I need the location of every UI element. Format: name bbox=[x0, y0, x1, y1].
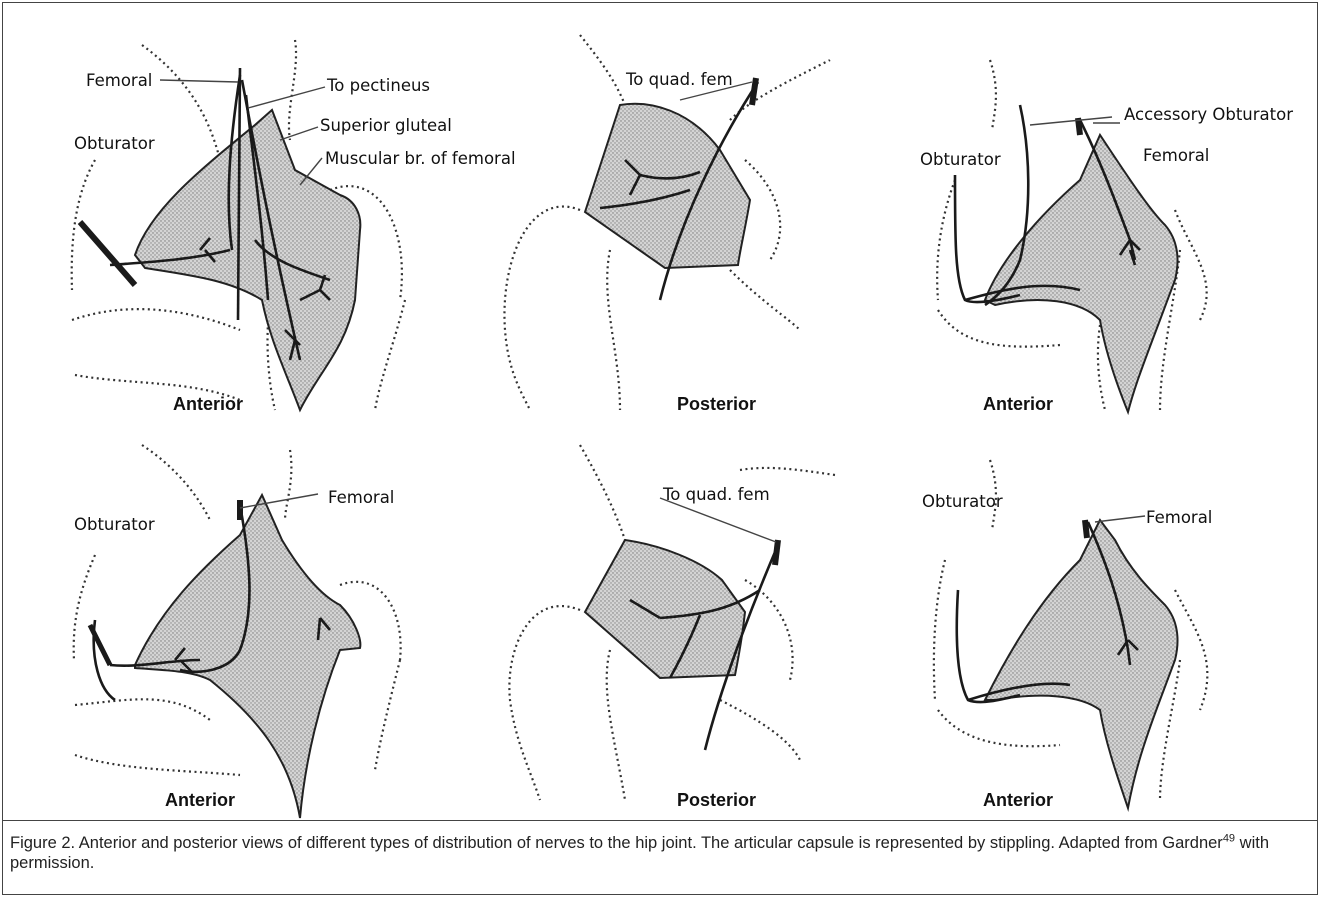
bone-outline bbox=[1175, 210, 1207, 320]
label-femoral: Femoral bbox=[86, 71, 152, 90]
leader-line bbox=[280, 127, 318, 140]
bone-outline bbox=[504, 207, 580, 410]
bone-outline bbox=[720, 700, 800, 760]
bone-outline bbox=[990, 60, 996, 130]
label-to-quad-fem: To quad. fem bbox=[663, 485, 770, 504]
obturator-nerve bbox=[94, 620, 115, 700]
nerve-marker bbox=[752, 78, 756, 105]
label-femoral: Femoral bbox=[1143, 146, 1209, 165]
label-to-quad-fem: To quad. fem bbox=[626, 70, 733, 89]
bone-outline bbox=[289, 40, 296, 140]
articular-capsule bbox=[585, 104, 750, 268]
bone-outline bbox=[1175, 590, 1207, 710]
caption-divider bbox=[2, 820, 1318, 821]
bone-outline bbox=[375, 300, 405, 410]
view-label-anterior: Anterior bbox=[983, 790, 1053, 811]
panel-2-posterior-drawing bbox=[504, 35, 830, 410]
nerve-marker bbox=[775, 540, 778, 565]
bone-outline bbox=[509, 606, 580, 800]
label-obturator: Obturator bbox=[74, 515, 155, 534]
nerve-marker bbox=[1085, 520, 1087, 538]
view-label-anterior: Anterior bbox=[983, 394, 1053, 415]
bone-outline bbox=[142, 445, 210, 520]
label-accessory-obturator: Accessory Obturator bbox=[1124, 105, 1293, 124]
bone-outline bbox=[607, 650, 625, 800]
label-superior-gluteal: Superior gluteal bbox=[320, 116, 452, 135]
label-obturator: Obturator bbox=[922, 492, 1003, 511]
bone-outline bbox=[745, 160, 780, 260]
label-obturator: Obturator bbox=[74, 134, 155, 153]
obturator-nerve bbox=[80, 222, 135, 285]
label-muscular-br-of-femoral: Muscular br. of femoral bbox=[325, 149, 516, 168]
leader-line bbox=[660, 498, 776, 542]
view-label-posterior: Posterior bbox=[677, 790, 756, 811]
bone-outline bbox=[580, 35, 625, 105]
bone-outline bbox=[937, 180, 955, 300]
leader-line bbox=[1030, 117, 1112, 125]
bone-outline bbox=[607, 250, 620, 410]
bone-outline bbox=[285, 450, 291, 520]
view-label-anterior: Anterior bbox=[173, 394, 243, 415]
leader-line bbox=[1095, 516, 1145, 522]
label-obturator: Obturator bbox=[920, 150, 1001, 169]
label-to-pectineus: To pectineus bbox=[327, 76, 430, 95]
view-label-anterior: Anterior bbox=[165, 790, 235, 811]
bone-outline bbox=[730, 60, 830, 120]
bone-outline bbox=[72, 309, 240, 330]
panel-1-anterior-drawing bbox=[72, 40, 405, 410]
caption-reference: 49 bbox=[1223, 833, 1235, 845]
label-femoral: Femoral bbox=[328, 488, 394, 507]
bone-outline bbox=[730, 270, 800, 330]
label-femoral: Femoral bbox=[1146, 508, 1212, 527]
bone-outline bbox=[934, 560, 945, 700]
bone-outline bbox=[580, 445, 625, 540]
leader-line bbox=[248, 87, 325, 108]
caption-text: Figure 2. Anterior and posterior views o… bbox=[10, 834, 1223, 852]
bone-outline bbox=[938, 710, 1060, 746]
leader-line bbox=[240, 494, 318, 508]
bone-outline bbox=[75, 755, 240, 775]
articular-capsule bbox=[985, 520, 1178, 808]
leader-line bbox=[160, 80, 238, 82]
figure-caption: Figure 2. Anterior and posterior views o… bbox=[10, 833, 1310, 873]
bone-outline bbox=[375, 660, 400, 770]
bone-outline bbox=[75, 699, 210, 720]
view-label-posterior: Posterior bbox=[677, 394, 756, 415]
bone-outline bbox=[740, 468, 835, 475]
bone-outline bbox=[74, 555, 95, 660]
bone-outline bbox=[938, 310, 1060, 347]
